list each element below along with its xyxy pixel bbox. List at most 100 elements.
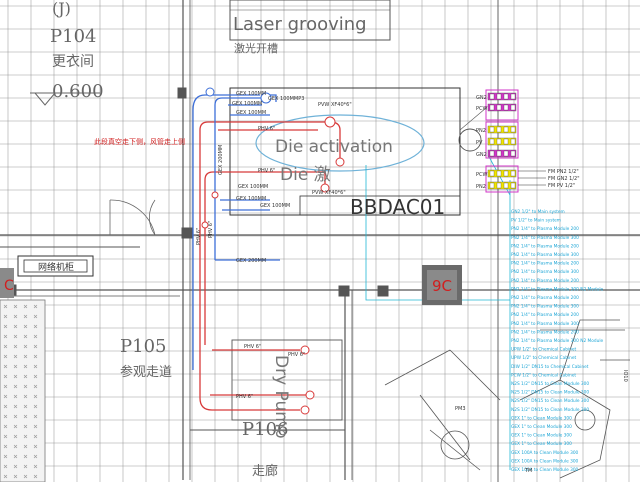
pipe-label: GEX 200MM — [236, 258, 266, 264]
hatch-mark — [3, 324, 8, 329]
tool-id-label: BBDAC01 — [350, 195, 445, 219]
pm3-label: PM3 — [455, 406, 466, 412]
hatch-mark — [13, 384, 18, 389]
room-p104-level: 0.600 — [52, 81, 104, 102]
connection-list-item: DIW 1/2" DN15 to Chemical Cabinet — [511, 364, 589, 370]
pipe-label: PHV 6" — [236, 394, 253, 400]
hatch-mark — [33, 314, 38, 319]
hatch-mark — [33, 454, 38, 459]
fitting-valve — [503, 182, 509, 189]
connection-list-item: GEX 1" to Clean Module 300 — [511, 433, 572, 439]
hatch-mark — [23, 394, 28, 399]
hatch-mark — [3, 404, 8, 409]
room-p106-name: 走廊 — [252, 463, 278, 479]
hatch-mark — [33, 424, 38, 429]
pipe-label: GEX 100MMP3 — [268, 96, 304, 102]
fitting-valve — [510, 182, 516, 189]
fitting-label: GN2 — [476, 95, 487, 101]
hatch-mark — [33, 334, 38, 339]
fitting-label: PCW — [476, 172, 488, 178]
connection-list-item: PN2 1/4" to Plasma Module 200 — [511, 312, 579, 318]
connection-list-item: GEX 1" to Clean Module 300 — [511, 415, 572, 421]
fitting-valve — [503, 170, 509, 177]
pipe-label: PVW XF40*6" — [318, 102, 352, 108]
hatch-mark — [13, 444, 18, 449]
hatch-mark — [23, 474, 28, 479]
hatch-mark — [23, 304, 28, 309]
hatch-mark — [3, 414, 8, 419]
hatch-mark — [3, 354, 8, 359]
hatch-mark — [13, 354, 18, 359]
die-cn-label: Die 激 — [280, 165, 331, 185]
hatch-mark — [23, 424, 28, 429]
fitting-valve — [503, 126, 509, 133]
connection-list-item: PCW 1/2" to Chemical Cabinet — [511, 372, 576, 378]
fitting-label: PN2 — [476, 128, 486, 134]
hatch-mark — [23, 324, 28, 329]
process-chamber-outline — [384, 319, 630, 479]
hatch-mark — [3, 374, 8, 379]
marker-9c-label: 9C — [432, 277, 452, 295]
cabinet-label: 网络机柜 — [38, 261, 74, 273]
connection-list-item: GEX 1" to Clean Module 300 — [511, 424, 572, 430]
marker-left-box — [0, 268, 14, 298]
hatch-mark — [13, 414, 18, 419]
pipe-label: GEX 100MM — [232, 101, 262, 107]
gas-panel-fitting — [487, 169, 517, 178]
hatch-mark — [23, 444, 28, 449]
fitting-valve — [510, 150, 516, 157]
exhaust-fittings — [205, 87, 272, 104]
hatch-mark — [33, 374, 38, 379]
pipe-label: GEX 100MM — [238, 184, 268, 190]
fitting-valve — [489, 170, 495, 177]
hatch-mark — [3, 454, 8, 459]
hatch-mark — [33, 324, 38, 329]
room-laser-cn: 激光开槽 — [234, 41, 278, 55]
marker-left-label: C — [4, 278, 14, 294]
fitting-valve — [496, 93, 502, 100]
fitting-valve — [489, 150, 495, 157]
hatch-mark — [23, 454, 28, 459]
hatch-mark — [13, 434, 18, 439]
connection-list-item: N2S 1/2" DN15 to Clean Module 300 — [511, 390, 589, 396]
hatch-mark — [23, 404, 28, 409]
hatch-mark — [23, 364, 28, 369]
hatch-mark — [23, 384, 28, 389]
gas-panel-box-top — [485, 89, 519, 121]
pipe-label: PHV 6" — [258, 126, 275, 132]
outlet-label: FM GN2 1/2" — [548, 176, 580, 182]
fitting-valve — [503, 104, 509, 111]
gas-panel-fitting — [487, 125, 517, 134]
hatch-mark — [23, 414, 28, 419]
hatch-mark — [13, 394, 18, 399]
red-note: 此段真空走下侧，风管走上侧 — [94, 137, 185, 146]
fitting-label: GN2 — [476, 152, 487, 158]
fitting-valve — [510, 138, 516, 145]
fitting-valve — [496, 126, 502, 133]
hatch-mark — [13, 474, 18, 479]
hatch-mark — [3, 384, 8, 389]
hatch-mark — [33, 394, 38, 399]
hatch-mark — [33, 434, 38, 439]
connection-list-item: PN2 1/4" to Plasma Module 300 — [511, 321, 579, 327]
room-laser-title: Laser grooving — [233, 14, 367, 35]
connection-list-item: PV 1/2" to Main system — [511, 218, 561, 224]
right-tag-label: IO10 — [622, 370, 628, 382]
fitting-valve — [503, 150, 509, 157]
hatch-mark — [13, 364, 18, 369]
gas-panel-fitting — [487, 181, 517, 190]
pipe-label: GEX 100MM — [236, 110, 266, 116]
room-p104-name: 更衣间 — [52, 54, 94, 70]
gas-panel-box-low — [485, 165, 519, 193]
connection-list-item: PN2 1/4" to Plasma Module 300 N2 Module — [511, 338, 604, 344]
hatch-mark — [33, 384, 38, 389]
pipe-label: PHV 6" — [244, 344, 261, 350]
hatched-slab — [0, 299, 46, 482]
pipe-label: PHV 6" — [288, 352, 305, 358]
room-p106-code: P106 — [242, 419, 288, 440]
connection-list-item: GEX 100A to Clean Module 300 — [511, 450, 579, 456]
